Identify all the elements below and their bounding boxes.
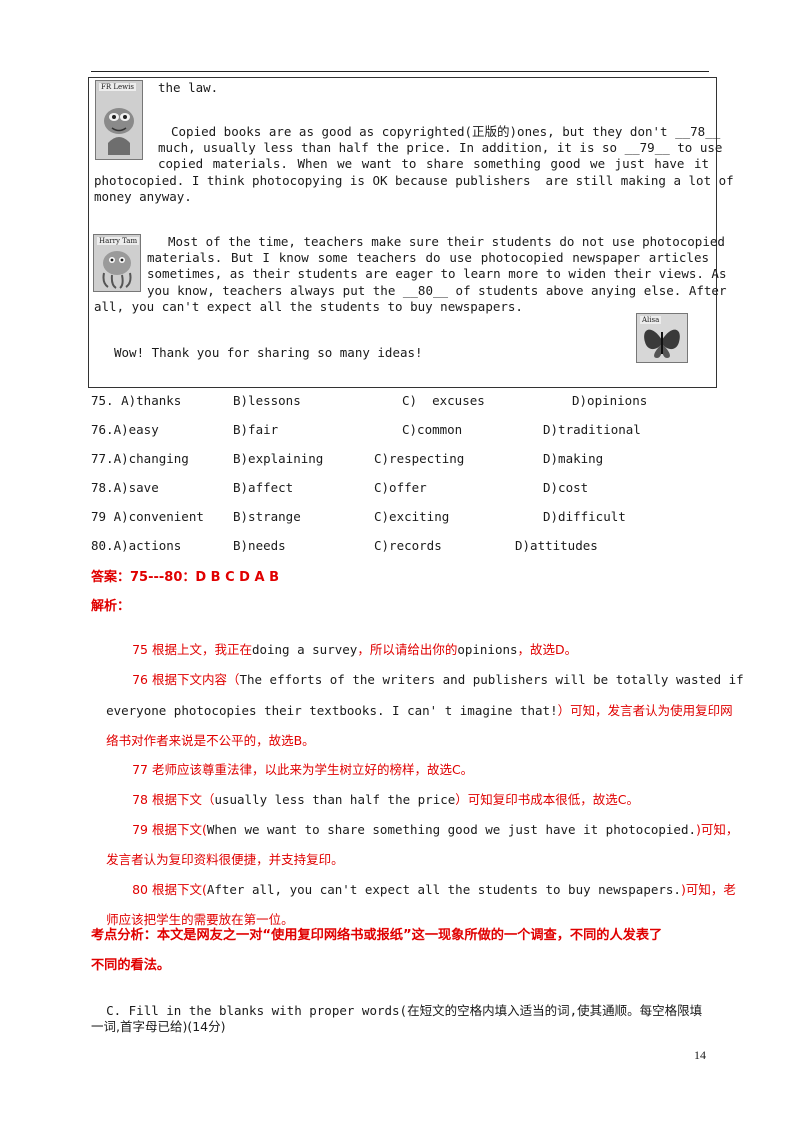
option-d: D)opinions [572, 393, 648, 408]
option-b: B)explaining [233, 451, 324, 466]
option-d: D)difficult [543, 509, 626, 524]
passage-frame [88, 77, 717, 388]
explanation-76-end: 络书对作者来说是不公平的，故选B。 [106, 733, 315, 748]
option-c: C)respecting [374, 451, 465, 466]
option-b: B)lessons [233, 393, 301, 408]
harry-tam-tag: Harry Tam [97, 237, 140, 245]
option-d: D)attitudes [515, 538, 598, 553]
answer-line: 答案：75---80：D B C D A B [91, 570, 279, 585]
explanation-80-cont: 师应该把学生的需要放在第一位。 [106, 912, 294, 927]
option-a: 75. A)thanks [91, 393, 182, 408]
option-d: D)traditional [543, 422, 641, 437]
passage-line: money anyway. [94, 189, 192, 204]
option-a: 76.A)easy [91, 422, 159, 437]
option-b: B)fair [233, 422, 279, 437]
option-c: C)records [374, 538, 442, 553]
option-b: B)affect [233, 480, 294, 495]
section-c-instructions: C. Fill in the blanks with proper words(… [106, 1003, 703, 1018]
passage-line: much, usually less than half the price. … [158, 140, 723, 155]
kaodian-analysis: 考点分析：本文是网友之一对“使用复印网络书或报纸”这一现象所做的一个调查，不同的… [91, 928, 663, 943]
explanation-75: 75 根据上文，我正在doing a survey，所以请给出你的opinion… [132, 642, 578, 657]
fr-lewis-avatar: FR Lewis [95, 80, 143, 160]
option-b: B)strange [233, 509, 301, 524]
header-rule [91, 71, 709, 72]
analysis-title: 解析： [91, 599, 131, 614]
harry-tam-avatar: Harry Tam [93, 234, 141, 292]
passage-line: Most of the time, teachers make sure the… [168, 234, 725, 249]
passage-line: you know, teachers always put the __80__… [147, 283, 727, 298]
explanation-77: 77 老师应该尊重法律，以此来为学生树立好的榜样，故选C。 [132, 762, 474, 777]
option-a: 80.A)actions [91, 538, 182, 553]
option-c: C)offer [374, 480, 427, 495]
option-c: C)common [402, 422, 463, 437]
octopus-drawing-icon [94, 235, 140, 291]
explanation-80: 80 根据下文(After all, you can't expect all … [132, 882, 736, 897]
option-d: D)making [543, 451, 604, 466]
section-c-instructions-cont: 一词,首字母已给)(14分) [91, 1019, 226, 1034]
option-a: 77.A)changing [91, 451, 189, 466]
explanation-78: 78 根据下文（usually less than half the price… [132, 792, 640, 807]
explanation-76-cont: everyone photocopies their textbooks. I … [106, 703, 733, 718]
passage-line: photocopied. I think photocopying is OK … [94, 173, 734, 188]
option-d: D)cost [543, 480, 589, 495]
passage-line: Copied books are as good as copyrighted(… [171, 124, 721, 139]
alisa-avatar: Alisa [636, 313, 688, 363]
passage-line: all, you can't expect all the students t… [94, 299, 523, 314]
passage-line: the law. [158, 80, 219, 95]
passage-line: copied materials. When we want to share … [158, 156, 709, 171]
passage-line: materials. But I know some teachers do u… [147, 250, 709, 265]
option-c: C)exciting [374, 509, 450, 524]
page-number: 14 [694, 1048, 706, 1062]
face-drawing-icon [96, 81, 142, 159]
kaodian-analysis-cont: 不同的看法。 [91, 958, 171, 973]
option-b: B)needs [233, 538, 286, 553]
explanation-79-cont: 发言者认为复印资料很便捷，并支持复印。 [106, 852, 344, 867]
butterfly-drawing-icon [637, 314, 687, 362]
option-a: 79 A)convenient [91, 509, 204, 524]
option-a: 78.A)save [91, 480, 159, 495]
explanation-76: 76 根据下文内容（The efforts of the writers and… [132, 672, 744, 687]
alisa-tag: Alisa [640, 316, 662, 324]
fr-lewis-tag: FR Lewis [99, 83, 136, 91]
option-c: C) excuses [402, 393, 485, 408]
explanation-79: 79 根据下文(When we want to share something … [132, 822, 739, 837]
passage-closing: Wow! Thank you for sharing so many ideas… [114, 345, 423, 360]
passage-line: sometimes, as their students are eager t… [147, 266, 727, 281]
